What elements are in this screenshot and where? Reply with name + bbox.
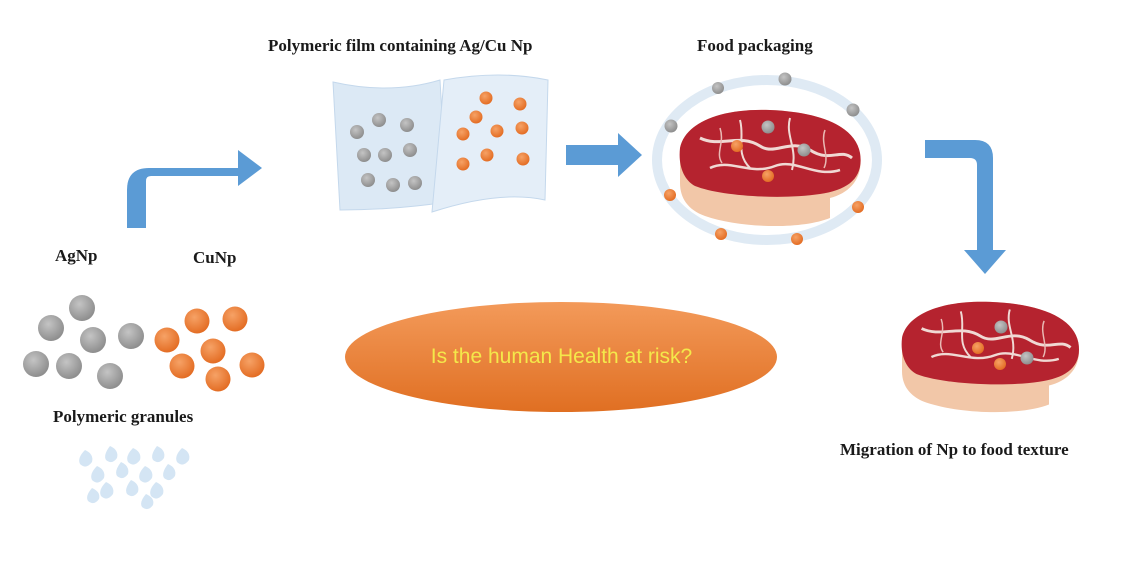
food-packaging-icon	[652, 72, 882, 245]
packaging-ag-particles	[664, 72, 860, 157]
food-packaging-label: Food packaging	[697, 36, 813, 55]
agnp-particles	[23, 295, 144, 389]
polymeric-granules-label: Polymeric granules	[53, 407, 194, 426]
arrow-up-right-icon	[127, 150, 262, 228]
film-cu-particles	[456, 91, 530, 171]
migration-label: Migration of Np to food texture	[840, 440, 1069, 459]
cunp-particles	[154, 306, 265, 392]
question-text: Is the human Health at risk?	[430, 345, 693, 368]
granule-icon	[79, 446, 190, 510]
question-bubble	[345, 302, 777, 412]
meat-icon	[900, 300, 1081, 414]
film-icon	[332, 74, 549, 213]
packaging-cu-particles	[664, 140, 864, 245]
film-ag-particles	[350, 113, 422, 192]
cunp-label: CuNp	[193, 248, 237, 267]
film-label: Polymeric film containing Ag/Cu Np	[268, 36, 533, 55]
arrow-right-icon	[566, 133, 642, 177]
arrow-down-icon	[925, 140, 1006, 274]
agnp-label: AgNp	[55, 246, 98, 265]
